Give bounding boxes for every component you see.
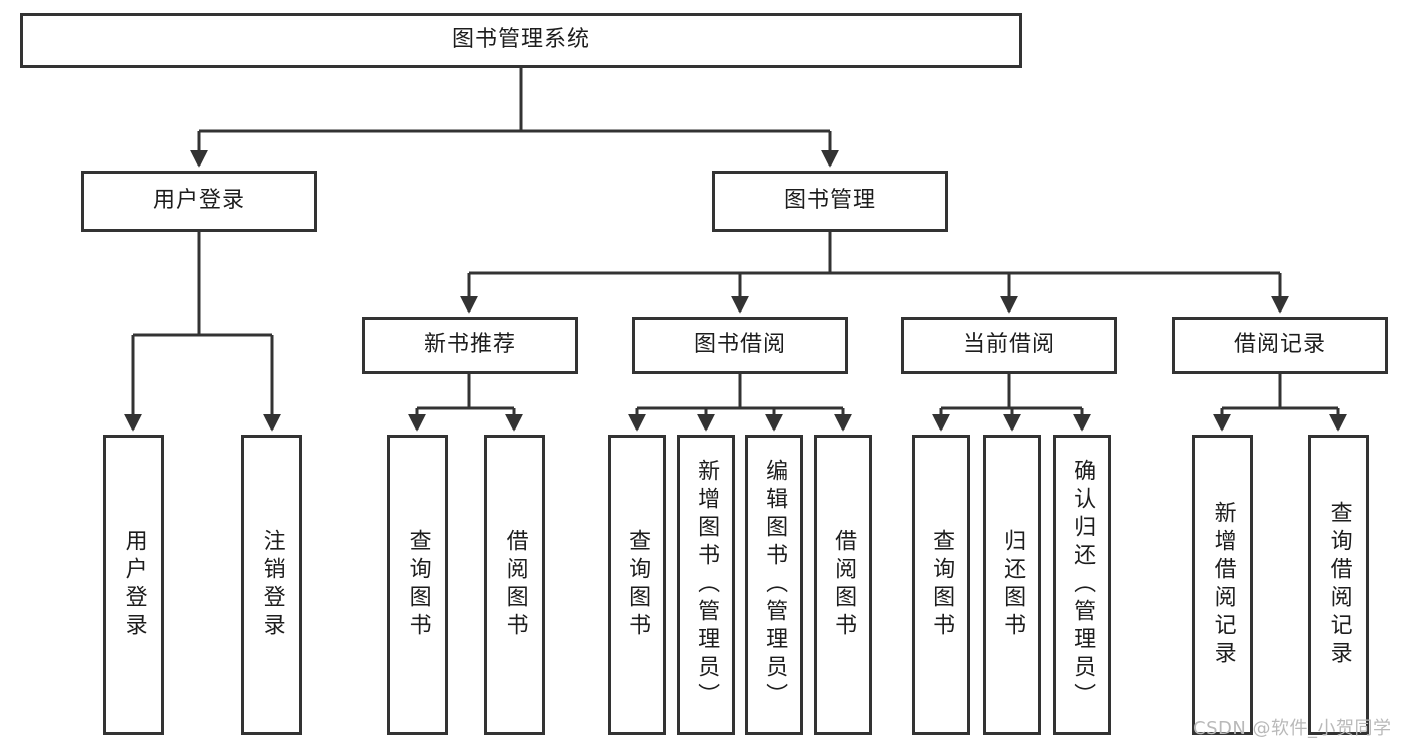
leaf-query-borrow-record[interactable]: 查询借阅记录 xyxy=(1308,435,1369,735)
leaf-user-logout-label: 注销登录 xyxy=(259,529,285,641)
node-current-borrow[interactable]: 当前借阅 xyxy=(901,317,1117,374)
leaf-query-book-recommend[interactable]: 查询图书 xyxy=(387,435,448,735)
leaf-query-book-borrow-label: 查询图书 xyxy=(625,529,651,641)
leaf-user-login-label: 用户登录 xyxy=(121,529,147,641)
leaf-borrow-book-borrow[interactable]: 借阅图书 xyxy=(814,435,872,735)
leaf-add-borrow-record[interactable]: 新增借阅记录 xyxy=(1192,435,1253,735)
leaf-query-book-borrow[interactable]: 查询图书 xyxy=(608,435,666,735)
node-book-borrow[interactable]: 图书借阅 xyxy=(632,317,848,374)
leaf-add-book-admin-label: 新增图书（管理员） xyxy=(694,459,720,711)
leaf-add-book-admin[interactable]: 新增图书（管理员） xyxy=(677,435,735,735)
leaf-user-login[interactable]: 用户登录 xyxy=(103,435,164,735)
leaf-query-book-current-label: 查询图书 xyxy=(929,529,955,641)
csdn-watermark: CSDN @软件_小贺同学 xyxy=(1193,718,1392,739)
leaf-user-logout[interactable]: 注销登录 xyxy=(241,435,302,735)
node-borrow-record-label: 借阅记录 xyxy=(1233,332,1326,358)
leaf-return-book-label: 归还图书 xyxy=(1000,529,1026,641)
leaf-query-book-recommend-label: 查询图书 xyxy=(405,529,431,641)
leaf-return-book[interactable]: 归还图书 xyxy=(983,435,1041,735)
node-user-login[interactable]: 用户登录 xyxy=(81,171,317,232)
leaf-add-borrow-record-label: 新增借阅记录 xyxy=(1210,501,1236,669)
node-book-management[interactable]: 图书管理 xyxy=(712,171,948,232)
leaf-borrow-book-recommend[interactable]: 借阅图书 xyxy=(484,435,545,735)
leaf-borrow-book-recommend-label: 借阅图书 xyxy=(502,529,528,641)
node-book-management-label: 图书管理 xyxy=(783,188,876,214)
leaf-confirm-return-admin-label: 确认归还（管理员） xyxy=(1070,459,1096,711)
leaf-edit-book-admin-label: 编辑图书（管理员） xyxy=(762,459,788,711)
node-user-login-label: 用户登录 xyxy=(152,188,245,214)
leaf-edit-book-admin[interactable]: 编辑图书（管理员） xyxy=(745,435,803,735)
leaf-borrow-book-borrow-label: 借阅图书 xyxy=(831,529,857,641)
leaf-query-book-current[interactable]: 查询图书 xyxy=(912,435,970,735)
node-book-borrow-label: 图书借阅 xyxy=(693,332,786,358)
leaf-confirm-return-admin[interactable]: 确认归还（管理员） xyxy=(1053,435,1111,735)
node-borrow-record[interactable]: 借阅记录 xyxy=(1172,317,1388,374)
leaf-query-borrow-record-label: 查询借阅记录 xyxy=(1326,501,1352,669)
node-new-book-recommend-label: 新书推荐 xyxy=(423,332,516,358)
node-root-label: 图书管理系统 xyxy=(451,27,590,53)
node-new-book-recommend[interactable]: 新书推荐 xyxy=(362,317,578,374)
node-current-borrow-label: 当前借阅 xyxy=(962,332,1055,358)
node-root[interactable]: 图书管理系统 xyxy=(20,13,1022,68)
